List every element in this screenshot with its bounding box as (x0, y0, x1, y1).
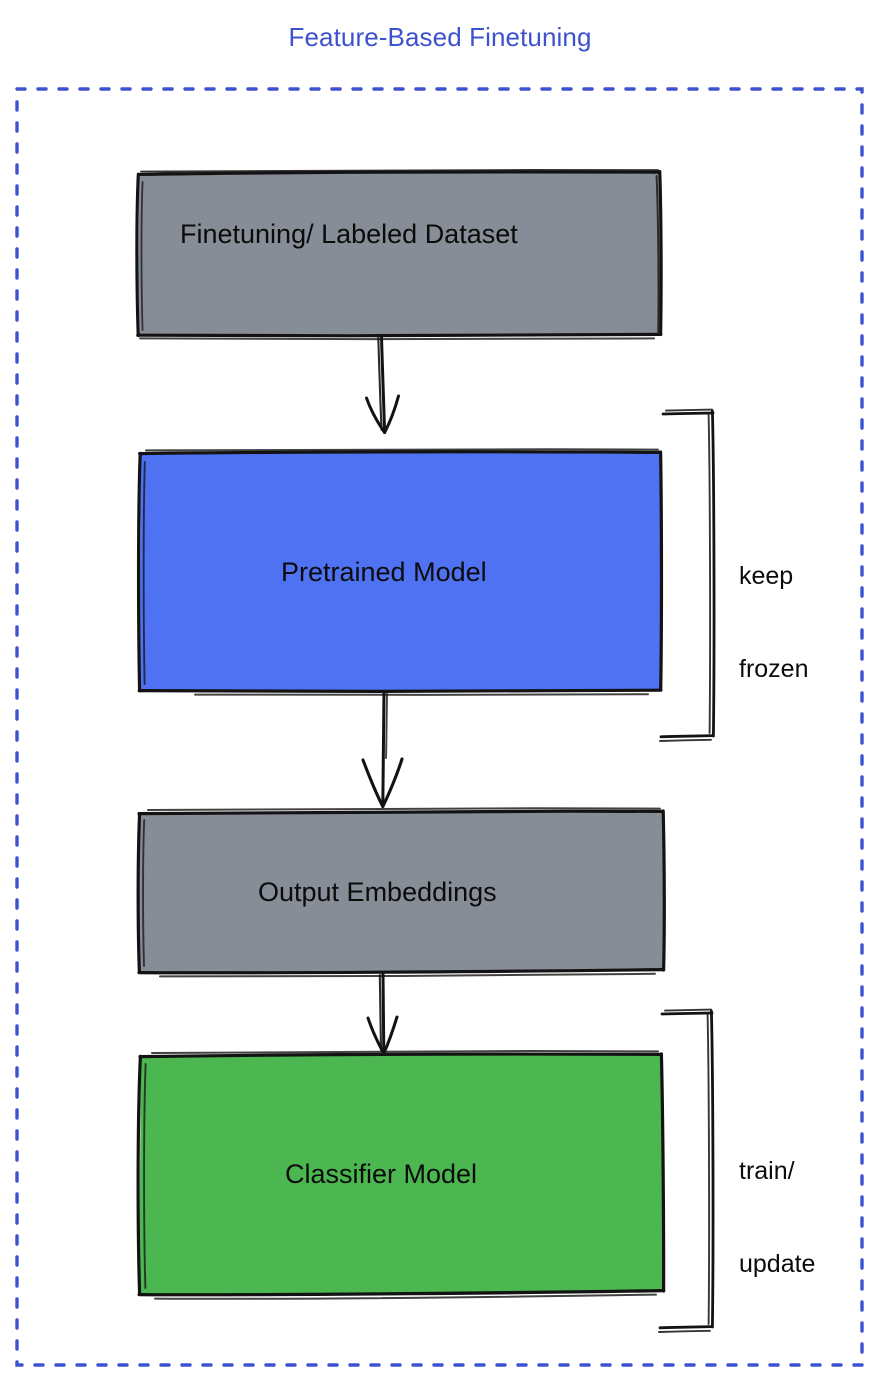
page-title: Feature-Based Finetuning (288, 22, 592, 52)
node-label-classifier-model: Classifier Model (285, 1159, 478, 1189)
node-label-pretrained-model: Pretrained Model (281, 557, 487, 587)
edge-embeddings-to-classifier (366, 972, 399, 1055)
edge-pretrained-to-embeddings (361, 690, 404, 809)
node-pretrained-model[interactable] (136, 448, 664, 696)
annotation-keep-frozen: keep frozen (739, 498, 808, 748)
bracket-keep-frozen (659, 408, 716, 742)
bracket-train-update (658, 1008, 715, 1333)
edge-dataset-to-pretrained (365, 335, 400, 434)
node-finetuning-dataset[interactable] (135, 169, 663, 341)
annotation-train-update-line1: train/ (739, 1156, 795, 1185)
node-label-finetuning-dataset: Finetuning/ Labeled Dataset (180, 219, 518, 249)
feature-based-finetuning-frame (15, 87, 864, 1367)
annotation-train-update: train/ update (739, 1093, 815, 1343)
node-label-output-embeddings: Output Embeddings (258, 877, 497, 907)
annotation-keep-frozen-line2: frozen (739, 655, 809, 684)
annotation-keep-frozen-line1: keep (739, 561, 794, 590)
annotation-train-update-line2: update (739, 1250, 816, 1279)
node-output-embeddings[interactable] (136, 807, 666, 978)
node-classifier-model[interactable] (136, 1050, 666, 1300)
